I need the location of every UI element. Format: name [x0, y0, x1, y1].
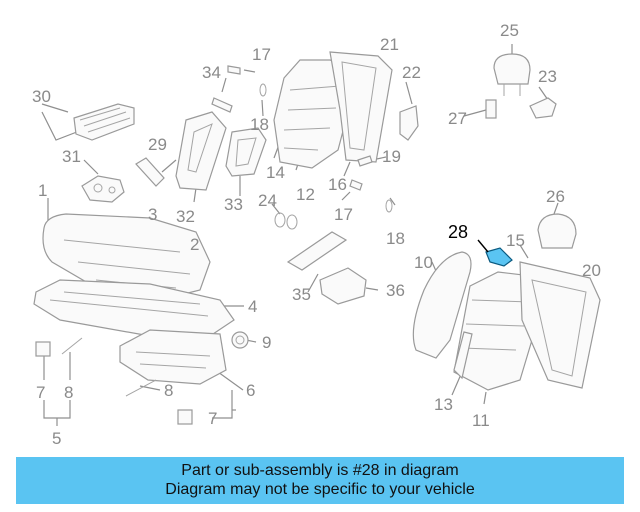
callout-12: 12: [296, 185, 315, 204]
part-19-pin: [357, 155, 373, 167]
callout-20: 20: [582, 261, 601, 280]
part-1-cushion: [42, 213, 211, 301]
part-13-trim: [453, 331, 473, 380]
callout-16: 16: [328, 175, 347, 194]
info-banner: Part or sub-assembly is #28 in diagram D…: [16, 457, 624, 504]
callout-4: 4: [248, 297, 257, 316]
part-20-frame: [519, 261, 601, 389]
callout-10: 10: [414, 253, 433, 272]
callout-11: 11: [472, 411, 490, 430]
callout-7b: 7: [208, 409, 217, 428]
callout-26: 26: [546, 187, 565, 206]
callout-34: 34: [202, 63, 221, 82]
part-23-guide: [529, 97, 557, 119]
callout-18a: 18: [250, 115, 269, 134]
callout-31: 31: [62, 147, 81, 166]
callout-30: 30: [32, 87, 51, 106]
part-30-panel: [73, 103, 135, 141]
part-28-highlighted: [477, 239, 513, 267]
part-25-headrest: [493, 53, 531, 96]
callout-3: 3: [148, 205, 157, 224]
seat-parts-diagram: 1 2 3 4 5 6 7 7 7 8 8 9 10 11 12 13 14 1…: [32, 21, 601, 448]
banner-line-1: Part or sub-assembly is #28 in diagram: [181, 462, 459, 479]
callout-22: 22: [402, 63, 421, 82]
callout-33: 33: [224, 195, 243, 214]
part-7-clips: [35, 341, 193, 425]
callout-8a: 8: [64, 383, 73, 402]
callout-36: 36: [386, 281, 405, 300]
part-18-rings: [259, 83, 393, 213]
callout-7a: 7: [36, 383, 45, 402]
part-34-clip: [211, 97, 233, 113]
callout-27: 27: [448, 109, 467, 128]
part-4-pan: [33, 279, 235, 337]
callout-numbers: 1 2 3 4 5 6 7 7 7 8 8 9 10 11 12 13 14 1…: [32, 21, 601, 448]
callout-18b: 18: [386, 229, 405, 248]
callout-19: 19: [382, 147, 401, 166]
callout-23: 23: [538, 67, 557, 86]
callout-28[interactable]: 28: [448, 222, 468, 242]
part-26-headrest: [537, 213, 577, 249]
part-27-guide: [485, 99, 497, 119]
callout-29: 29: [148, 135, 167, 154]
part-21-frame: [329, 51, 393, 163]
part-17-clips: [227, 65, 363, 191]
callout-24: 24: [258, 191, 277, 210]
callout-1: 1: [38, 181, 47, 200]
callout-25: 25: [500, 21, 519, 40]
callout-35: 35: [292, 285, 311, 304]
part-6-frame: [119, 329, 227, 385]
callout-6: 6: [246, 381, 255, 400]
callout-32: 32: [176, 207, 195, 226]
part-36-bracket: [319, 267, 367, 305]
callout-17b: 17: [334, 205, 353, 224]
callout-8b: 8: [164, 381, 173, 400]
callout-9: 9: [262, 333, 271, 352]
callout-17a: 17: [252, 45, 271, 64]
part-9-grommet: [231, 331, 249, 349]
part-33-frame: [225, 127, 267, 177]
part-24-rings: [274, 212, 298, 230]
part-32-frame: [175, 111, 227, 191]
part-35-bar: [286, 231, 348, 271]
callout-2: 2: [190, 235, 199, 254]
callout-5: 5: [52, 429, 61, 448]
part-10-bolster: [412, 251, 472, 359]
callout-21: 21: [380, 35, 399, 54]
part-29-cover: [135, 157, 165, 187]
part-31-bracket: [81, 175, 125, 203]
part-8-rods: [61, 337, 157, 397]
callout-13: 13: [434, 395, 453, 414]
part-22-latch: [399, 105, 419, 141]
banner-line-2: Diagram may not be specific to your vehi…: [165, 481, 475, 498]
callout-15: 15: [506, 231, 525, 250]
callout-14: 14: [266, 163, 285, 182]
